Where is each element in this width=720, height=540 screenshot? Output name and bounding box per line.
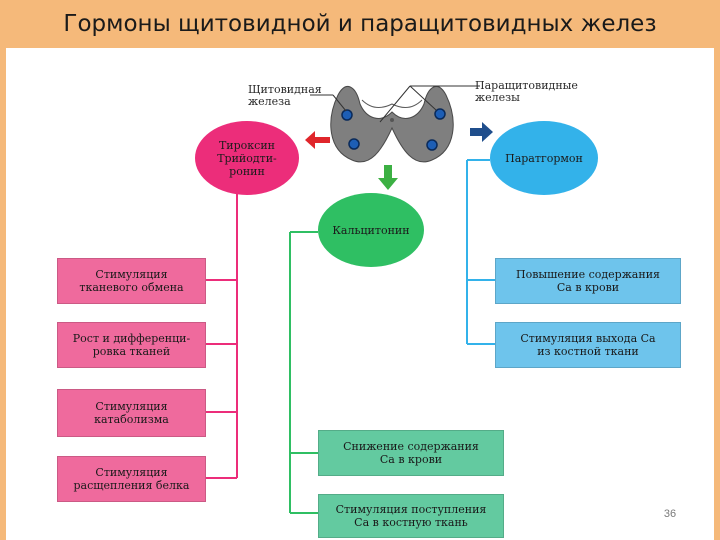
calcitonin-effect-box: Стимуляция поступления Са в костную ткан… (318, 494, 504, 538)
parathyroid-gland-label: Паращитовидные железы (475, 79, 578, 104)
parathormone-effect-text: Стимуляция выхода Са из костной ткани (520, 332, 656, 358)
page-number: 36 (663, 508, 677, 520)
calcitonin-label: Кальцитонин (332, 223, 410, 237)
slide-title: Гормоны щитовидной и паращитовидных желе… (63, 11, 657, 37)
calcitonin-effect-text: Снижение содержания Са в крови (343, 440, 479, 466)
parathormone-label: Паратгормон (505, 151, 583, 165)
thyroid-effect-text: Рост и дифференци- ровка тканей (72, 332, 191, 358)
thyroid-effect-box: Стимуляция катаболизма (57, 389, 206, 437)
thyroid-gland-label: Щитовидная железа (248, 83, 322, 108)
thyroid-hormones-label: Тироксин Трийодти- ронин (217, 138, 277, 178)
parathormone-effect-box: Повышение содержания Са в крови (495, 258, 681, 304)
thyroid-effect-box: Стимуляция тканевого обмена (57, 258, 206, 304)
parathormone-effect-box: Стимуляция выхода Са из костной ткани (495, 322, 681, 368)
calcitonin-oval: Кальцитонин (318, 193, 424, 267)
thyroid-effect-text: Стимуляция тканевого обмена (79, 268, 184, 294)
thyroid-effect-box: Рост и дифференци- ровка тканей (57, 322, 206, 368)
thyroid-hormones-oval: Тироксин Трийодти- ронин (195, 121, 299, 195)
thyroid-effect-box: Стимуляция расщепления белка (57, 456, 206, 502)
parathormone-oval: Паратгормон (490, 121, 598, 195)
thyroid-effect-text: Стимуляция расщепления белка (73, 466, 190, 492)
calcitonin-effect-text: Стимуляция поступления Са в костную ткан… (335, 503, 487, 529)
parathormone-effect-text: Повышение содержания Са в крови (516, 268, 660, 294)
calcitonin-effect-box: Снижение содержания Са в крови (318, 430, 504, 476)
title-bar: Гормоны щитовидной и паращитовидных желе… (0, 0, 720, 48)
thyroid-effect-text: Стимуляция катаболизма (94, 400, 169, 426)
